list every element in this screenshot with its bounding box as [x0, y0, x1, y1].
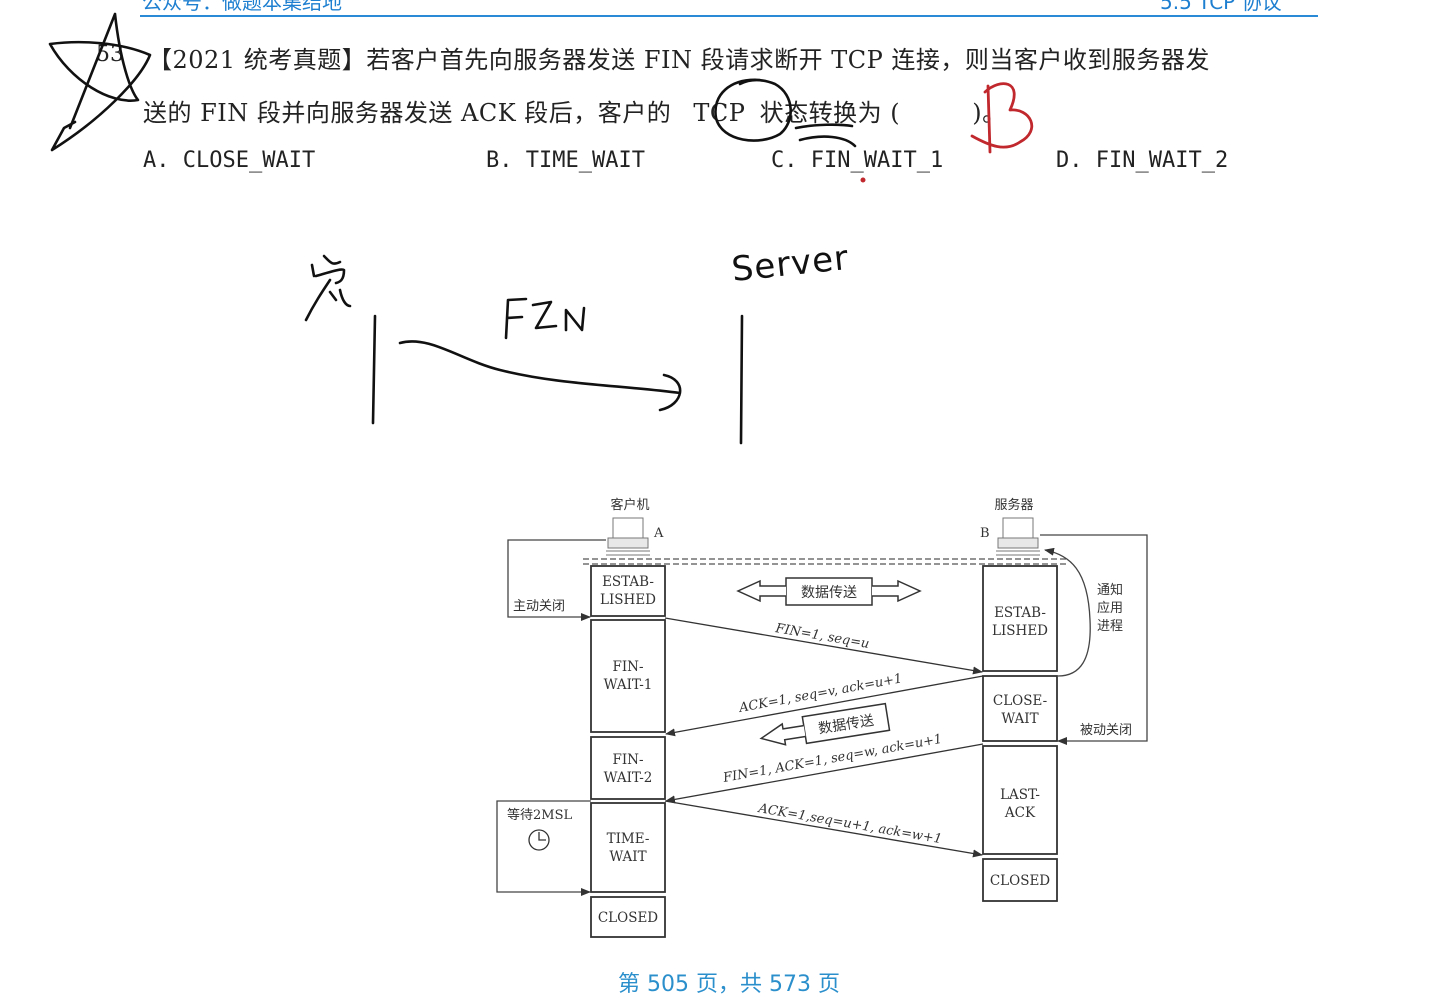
option-b-text: TIME_WAIT — [525, 148, 645, 173]
page-counter: 第 505 页，共 573 页 — [0, 966, 1452, 998]
server-state-close-wait-l1: CLOSE- — [993, 693, 1047, 709]
option-c-text: FIN_WAIT_1 — [810, 148, 944, 173]
client-state-closed — [590, 896, 666, 938]
option-a[interactable]: A. CLOSE_WAIT — [143, 148, 315, 173]
option-c[interactable]: C. FIN_WAIT_1 — [771, 148, 943, 173]
message-final-ack-arrow — [664, 800, 983, 858]
server-computer-icon — [996, 517, 1040, 556]
client-title: 客户机 — [610, 497, 649, 513]
data-transfer-top-label: 数据传送 — [801, 585, 857, 601]
wait-2msl-arrow — [496, 800, 591, 896]
client-state-fin-wait-2-l1: FIN- — [612, 752, 643, 768]
active-close-arrow — [507, 539, 606, 621]
client-computer-icon — [606, 517, 650, 556]
active-close-label: 主动关闭 — [513, 599, 565, 614]
wait-2msl-label: 等待2MSL — [507, 807, 572, 823]
message-ack-arrow — [665, 675, 984, 737]
passive-close-label: 被动关闭 — [1080, 723, 1132, 738]
data-transfer-lower: 数据传送 — [759, 702, 891, 746]
page-counter-text: 第 505 页，共 573 页 — [618, 972, 840, 997]
option-a-text: CLOSE_WAIT — [182, 148, 316, 173]
option-d-text: FIN_WAIT_2 — [1095, 148, 1229, 173]
data-transfer-top — [736, 577, 922, 606]
connection-dashed-line — [583, 558, 1068, 565]
client-state-time-wait-l1: TIME- — [607, 831, 650, 847]
header-divider — [140, 15, 1318, 17]
option-a-label: A. — [143, 148, 170, 173]
client-state-established-l1: ESTAB- — [602, 574, 654, 590]
server-state-close-wait — [982, 675, 1058, 742]
server-state-closed-l1: CLOSED — [990, 873, 1050, 889]
server-state-established-l2: LISHED — [992, 623, 1048, 639]
notify-app-label-3: 进程 — [1097, 619, 1123, 634]
server-title: 服务器 — [994, 497, 1033, 513]
message-fin-arrow — [664, 617, 983, 675]
server-state-last-ack — [982, 745, 1058, 855]
server-state-last-ack-l2: ACK — [1004, 805, 1036, 821]
client-state-established-l2: LISHED — [600, 592, 656, 608]
option-b[interactable]: B. TIME_WAIT — [486, 148, 645, 173]
client-state-fin-wait-1-l2: WAIT-1 — [604, 677, 653, 693]
client-letter: A — [653, 526, 664, 541]
message-fin-ack-arrow — [665, 743, 984, 804]
notify-app-label-2: 应用 — [1097, 600, 1123, 616]
clock-icon — [528, 829, 550, 851]
notify-app-arrow — [1044, 547, 1091, 677]
question-line-2-pre: 送的 FIN 段并向服务器发送 ACK 段后，客户的 — [143, 99, 672, 127]
client-state-time-wait-l2: WAIT — [609, 849, 646, 865]
client-state-time-wait — [590, 802, 666, 893]
client-state-closed-l1: CLOSED — [598, 910, 658, 926]
server-state-last-ack-l1: LAST- — [1000, 787, 1040, 803]
server-state-closed — [982, 858, 1058, 902]
passive-close-arrow — [1040, 534, 1148, 745]
message-fin-label: FIN=1, seq=u — [773, 621, 870, 652]
question-line-1: 【2021 统考真题】若客户首先向服务器发送 FIN 段请求断开 TCP 连接，… — [148, 46, 1210, 74]
server-state-established-l1: ESTAB- — [994, 605, 1046, 621]
header-section-title: 5.5 TCP 协议 — [1160, 0, 1282, 14]
client-state-fin-wait-1-l1: FIN- — [612, 659, 643, 675]
option-d-label: D. — [1056, 148, 1083, 173]
client-state-established — [590, 565, 666, 617]
server-state-established — [982, 565, 1058, 672]
header-left-text: 公众号：做题本集结地 — [142, 0, 342, 14]
notify-app-label-1: 通知 — [1097, 582, 1123, 598]
option-b-label: B. — [486, 148, 513, 173]
client-state-fin-wait-2-l2: WAIT-2 — [604, 770, 653, 786]
client-state-fin-wait-1 — [590, 619, 666, 733]
option-c-label: C. — [771, 148, 798, 173]
server-state-close-wait-l2: WAIT — [1001, 711, 1038, 727]
client-state-fin-wait-2 — [590, 736, 666, 800]
option-d[interactable]: D. FIN_WAIT_2 — [1056, 148, 1228, 173]
server-letter: B — [980, 526, 990, 541]
message-final-ack-label: ACK=1,seq=u+1, ack=w+1 — [756, 801, 943, 847]
